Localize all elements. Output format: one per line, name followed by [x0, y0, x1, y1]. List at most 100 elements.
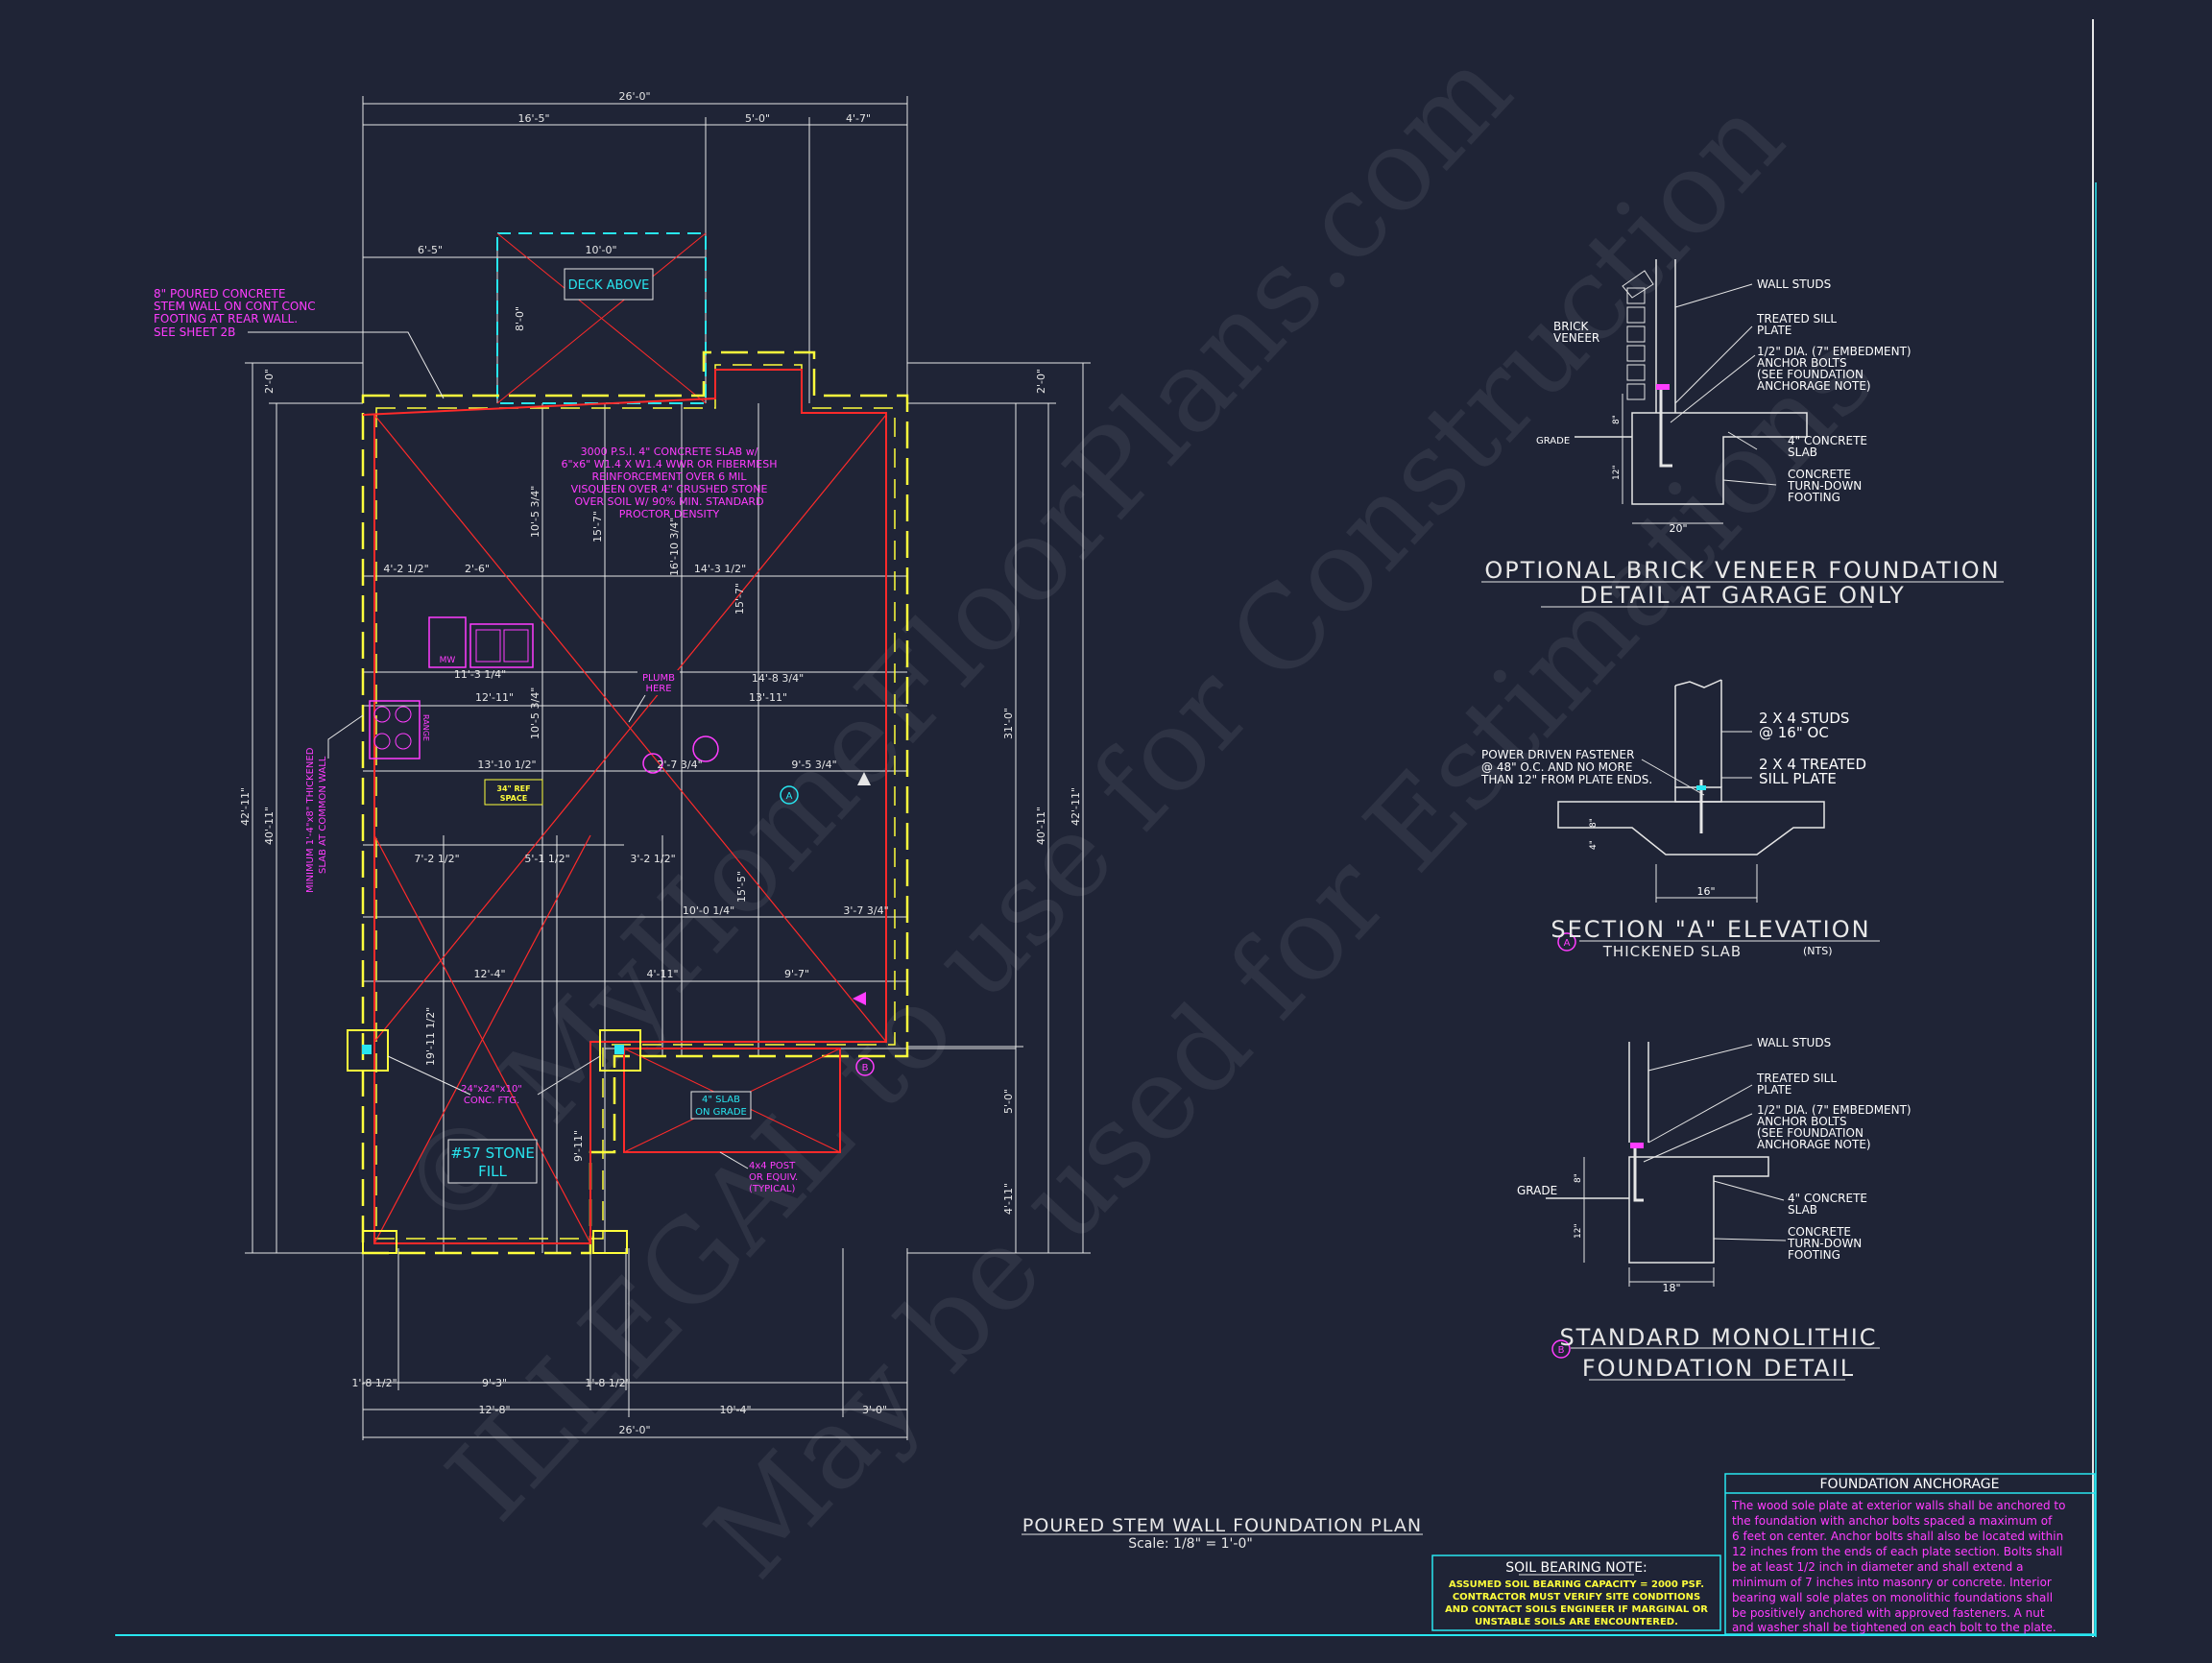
mono-label-footing-2: TURN-DOWN — [1787, 1237, 1862, 1250]
slab-note-6: PROCTOR DENSITY — [619, 508, 720, 520]
plumb-here-2: HERE — [645, 684, 671, 694]
stem-note-1: 8" POURED CONCRETE — [154, 287, 285, 301]
dim-right-top: 2'-0" — [1035, 369, 1047, 394]
section-a-nts: (NTS) — [1803, 945, 1833, 957]
dim-right-c: 5'-0" — [1002, 1089, 1015, 1114]
dim-int-24: 15'-5" — [735, 871, 748, 903]
brick-label-veneer: VENEER — [1553, 331, 1599, 345]
mono-label-sill: TREATED SILL — [1756, 1072, 1837, 1085]
mono-label-bolt: 1/2" DIA. (7" EMBEDMENT) — [1757, 1103, 1911, 1117]
dim-int-1: 2'-6" — [465, 563, 490, 575]
dim-int-19: 3'-7 3/4" — [843, 904, 888, 917]
mono-label-wall-studs: WALL STUDS — [1757, 1036, 1831, 1049]
dim-int-15: 7'-2 1/2" — [414, 853, 459, 865]
dim-top-f: 8'-0" — [514, 306, 526, 331]
slab-on-grade-label-1: 4" SLAB — [702, 1095, 740, 1105]
dim-left-inner: 40'-11" — [263, 807, 276, 845]
slab-on-grade-label-2: ON GRADE — [695, 1107, 747, 1118]
dim-int-5: 16'-10 3/4" — [668, 518, 681, 576]
dim-int-25: 9'-11" — [572, 1130, 585, 1162]
dim-top-d: 6'-5" — [418, 244, 443, 256]
anchorage-line-4: 12 inches from the ends of each plate se… — [1732, 1545, 2062, 1558]
pier-footing-left — [347, 1029, 389, 1072]
post-note-2: OR EQUIV. — [749, 1172, 798, 1183]
pier-footing-right — [599, 1029, 641, 1072]
dim-left-top: 2'-0" — [263, 369, 276, 394]
section-marker-a-label: A — [786, 791, 793, 802]
dim-top-b: 5'-0" — [745, 112, 770, 125]
brick-label-sill: TREATED SILL — [1756, 312, 1837, 325]
brick-label-slab: 4" CONCRETE — [1788, 434, 1867, 447]
section-a-title: SECTION "A" ELEVATION — [1551, 916, 1870, 943]
mono-label-bolt-2: ANCHOR BOLTS — [1757, 1115, 1847, 1128]
mono-dim-footing: 12" — [1574, 1223, 1583, 1239]
mono-label-bolt-3: (SEE FOUNDATION — [1757, 1126, 1863, 1140]
dim-int-6: 15'-7" — [733, 583, 746, 615]
slab-edge — [362, 369, 887, 1244]
dim-top-overall: 26'-0" — [618, 90, 650, 103]
ref-space-label-2: SPACE — [500, 794, 527, 803]
slab-note-1: 3000 P.S.I. 4" CONCRETE SLAB w/ — [581, 446, 758, 458]
mono-label-bolt-4: ANCHORAGE NOTE) — [1757, 1138, 1871, 1151]
section-a-fastener: POWER DRIVEN FASTENER — [1481, 748, 1634, 761]
soil-note-line-1: ASSUMED SOIL BEARING CAPACITY = 2000 PSF… — [1449, 1579, 1704, 1590]
brick-detail-title-1: OPTIONAL BRICK VENEER FOUNDATION — [1484, 557, 2000, 584]
stone-fill-label-2: FILL — [478, 1163, 507, 1180]
soil-note-line-4: UNSTABLE SOILS ARE ENCOUNTERED. — [1475, 1617, 1678, 1627]
slab-note-3: REINFORCEMENT OVER 6 MIL — [591, 470, 747, 483]
dim-int-9: 14'-8 3/4" — [752, 672, 804, 685]
dim-bottom-e: 10'-4" — [719, 1404, 751, 1416]
section-marker-b-label: B — [862, 1063, 869, 1073]
dim-bottom-c: 1'-8 1/2" — [585, 1377, 630, 1389]
dim-int-13: 2'-7 3/4" — [657, 759, 702, 771]
monolithic-detail: 18" 8" 12" WALL STUDS TREATED SILL PLATE… — [1517, 1036, 1911, 1382]
dim-right-outer: 42'-11" — [1070, 787, 1082, 826]
brick-dim-slab: 8" — [1612, 415, 1622, 424]
dim-int-23: 19'-11 1/2" — [424, 1007, 437, 1066]
brick-dim-footing: 12" — [1612, 465, 1622, 480]
dim-int-10: 13'-11" — [749, 691, 787, 704]
dim-int-20: 12'-4" — [473, 968, 505, 980]
thickened-slab-2: SLAB AT COMMON WALL — [318, 756, 328, 874]
dim-int-11: 13'-10 1/2" — [477, 759, 536, 771]
section-a-studs: 2 X 4 STUDS — [1759, 710, 1849, 727]
stone-fill-label-1: #57 STONE — [450, 1145, 535, 1162]
stem-note-2: STEM WALL ON CONT CONC — [154, 300, 316, 313]
dim-int-16: 5'-1 1/2" — [524, 853, 569, 865]
mono-label-slab: 4" CONCRETE — [1788, 1192, 1867, 1205]
mono-label-footing-3: FOOTING — [1788, 1248, 1840, 1262]
slab-note: 3000 P.S.I. 4" CONCRETE SLAB w/ 6"x6" W1… — [562, 446, 778, 520]
thickened-slab-1: MINIMUM 1'-4"x8" THICKENED — [305, 747, 316, 893]
brick-label-footing: CONCRETE — [1788, 468, 1851, 481]
dim-right-a: 31'-0" — [1002, 708, 1015, 739]
brick-label-grade: GRADE — [1536, 436, 1570, 446]
dim-int-3: 10'-5 3/4" — [529, 486, 541, 538]
foundation-anchorage-note: FOUNDATION ANCHORAGE The wood sole plate… — [1724, 1473, 2096, 1635]
anchorage-line-1: The wood sole plate at exterior walls sh… — [1731, 1499, 2065, 1512]
deck-above-label: DECK ABOVE — [568, 278, 650, 293]
anchorage-line-3: 6 feet on center. Anchor bolts shall als… — [1732, 1530, 2063, 1543]
mono-label-sill-2: PLATE — [1757, 1083, 1791, 1097]
section-a-subtitle: THICKENED SLAB — [1602, 943, 1742, 960]
ref-space — [484, 779, 543, 806]
dim-int-0: 4'-2 1/2" — [383, 563, 428, 575]
soil-note-title: SOIL BEARING NOTE: — [1505, 1560, 1647, 1576]
dim-int-21: 4'-11" — [646, 968, 678, 980]
section-a-marker: A — [1564, 938, 1571, 949]
brick-label-footing-2: TURN-DOWN — [1787, 479, 1862, 493]
section-a-sill: 2 X 4 TREATED — [1759, 756, 1866, 773]
brick-label-bolt-3: (SEE FOUNDATION — [1757, 368, 1863, 381]
dim-left-outer: 42'-11" — [239, 787, 252, 826]
mono-dim-width: 18" — [1662, 1282, 1680, 1294]
section-a-dim-1: 4" — [1589, 840, 1599, 850]
post-note-3: (TYPICAL) — [749, 1184, 795, 1194]
slab-note-5: OVER SOIL W/ 90% MIN. STANDARD — [574, 495, 763, 508]
section-marker-b — [855, 1057, 875, 1076]
dim-right-b: 40'-11" — [1035, 807, 1047, 845]
dim-bottom-f: 3'-0" — [862, 1404, 887, 1416]
brick-label-slab-2: SLAB — [1788, 446, 1817, 459]
soil-bearing-note: SOIL BEARING NOTE: ASSUMED SOIL BEARING … — [1431, 1555, 1721, 1631]
dim-top-a: 16'-5" — [517, 112, 549, 125]
dim-int-4: 15'-7" — [591, 511, 604, 542]
brick-label-bolt-4: ANCHORAGE NOTE) — [1757, 379, 1871, 393]
